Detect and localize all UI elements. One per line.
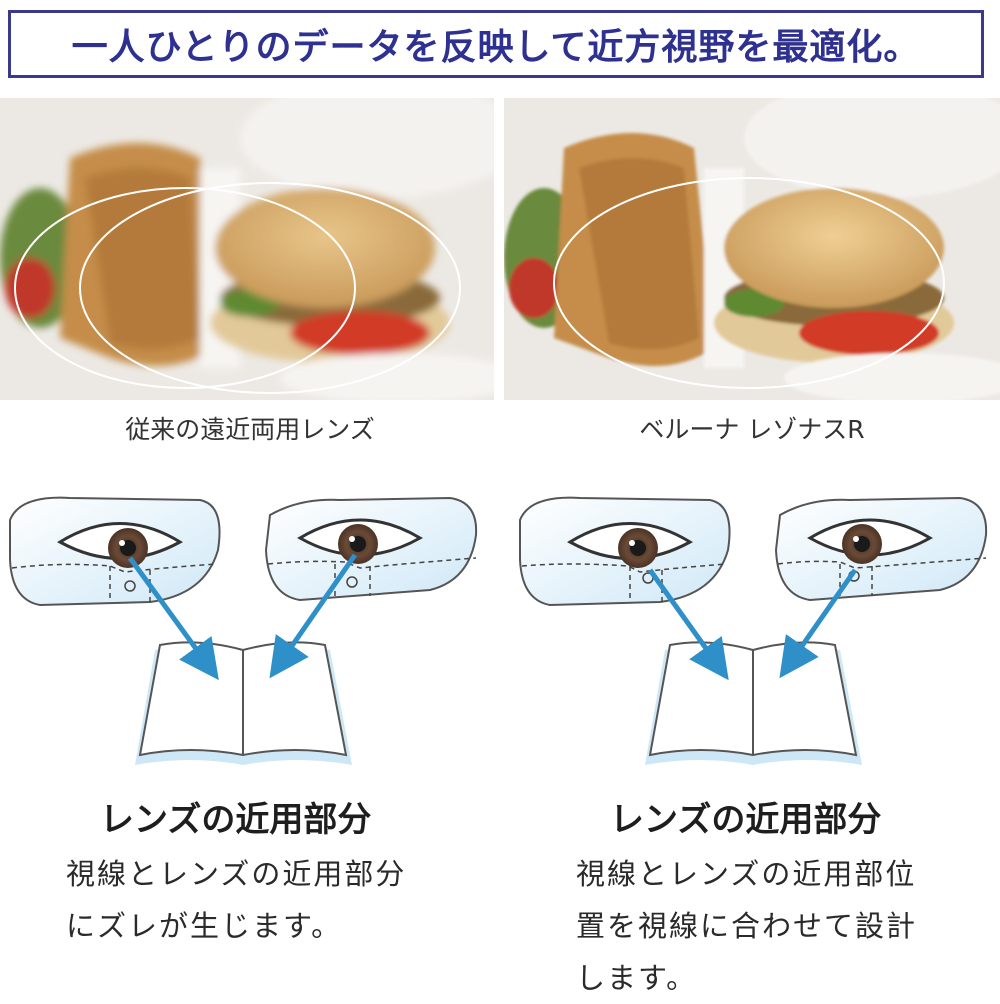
caption-beluna: ベルーナ レゾナスR [639, 415, 865, 444]
diagram-beluna [510, 480, 1000, 784]
caption-conventional: 従来の遠近両用レンズ [125, 415, 375, 444]
sightline-arrow-right [269, 553, 358, 679]
heading-conventional-near-zone: レンズの近用部分 [100, 800, 372, 840]
description-line: 視線とレンズの近用部分 [66, 857, 407, 891]
open-book [645, 641, 862, 765]
title-banner: 一人ひとりのデータを反映して近方視野を最適化。 [8, 10, 984, 78]
lens-right-eye [774, 496, 988, 602]
diagram-conventional [0, 480, 490, 784]
heading-beluna-near-zone: レンズの近用部分 [610, 800, 882, 840]
description-line: にズレが生じます。 [66, 909, 343, 943]
sightline-arrow-left [127, 556, 219, 681]
sightline-arrow-right [779, 568, 858, 679]
description-beluna: 視線とレンズの近用部位 置を視線に合わせて設計 します。 [576, 848, 917, 1004]
sightline-arrow-left [647, 568, 729, 681]
photo-conventional-lens [0, 98, 494, 400]
photo-beluna-resonas-r [504, 98, 1000, 400]
description-line: 置を視線に合わせて設計 [576, 909, 918, 943]
lens-left-eye [519, 496, 731, 607]
open-book [135, 641, 352, 765]
description-line: します。 [576, 961, 698, 995]
lens-right-eye [264, 496, 478, 602]
description-conventional: 視線とレンズの近用部分 にズレが生じます。 [66, 848, 406, 952]
banner-title: 一人ひとりのデータを反映して近方視野を最適化。 [71, 27, 921, 68]
description-line: 視線とレンズの近用部位 [576, 857, 917, 891]
lens-left-eye [9, 496, 221, 607]
